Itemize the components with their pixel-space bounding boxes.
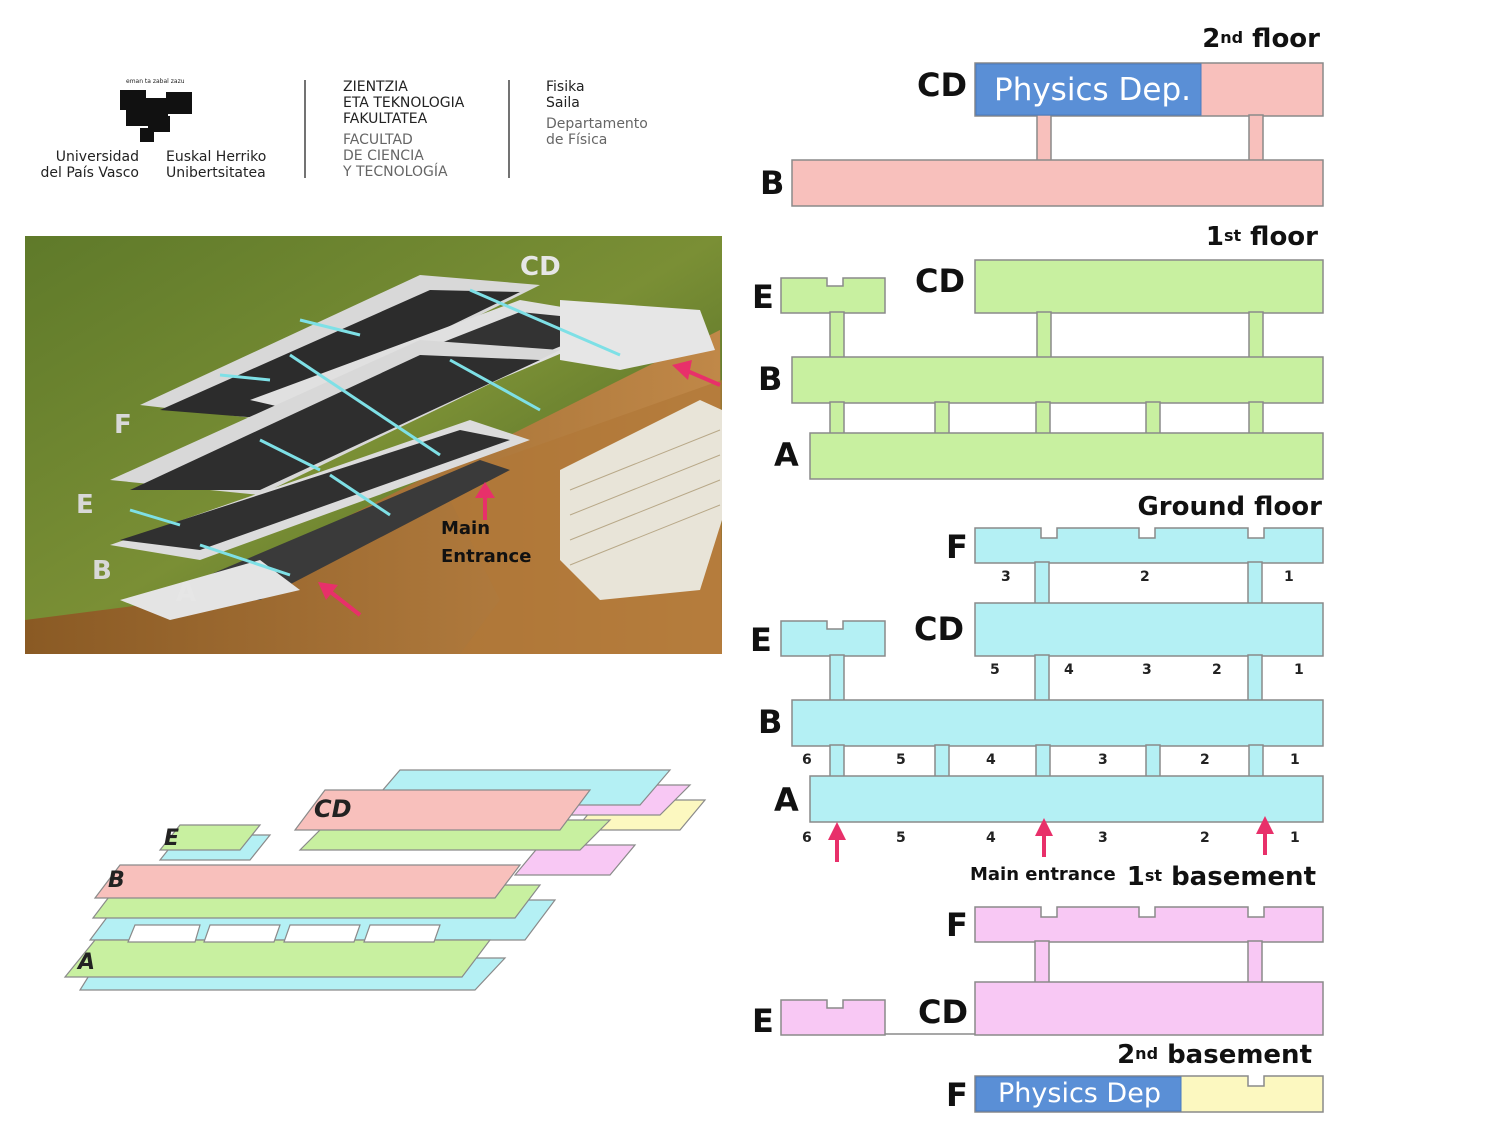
block-label-cd-b1: CD	[918, 993, 969, 1031]
block-label-b-ground: B	[758, 703, 783, 741]
department-name-eu: Fisika Saila	[546, 79, 585, 111]
entrance-arrows	[828, 816, 1274, 862]
block-label-b-2nd: B	[760, 164, 785, 202]
first-basement-title: 1st basement	[1126, 862, 1316, 892]
f-section-1: 1	[1284, 569, 1294, 585]
block-label-f-b2: F	[946, 1076, 968, 1114]
department-name-es: Departamento de Física	[546, 116, 648, 148]
first-floor-title: 1st floor	[1205, 222, 1318, 252]
photo-label-f: F	[114, 410, 132, 440]
a-bottom-section-5: 5	[896, 830, 906, 846]
physics-dept-label-2nd-floor: Physics Dep.	[994, 72, 1191, 108]
photo-label-cd: CD	[520, 252, 561, 282]
cd-section-4: 4	[1064, 662, 1074, 678]
iso-label-b: B	[108, 868, 125, 893]
block-label-f-ground: F	[946, 528, 968, 566]
cd-section-1: 1	[1294, 662, 1304, 678]
physics-dept-area-2nd-floor	[975, 63, 1202, 116]
f-section-2: 2	[1140, 569, 1150, 585]
faculty-name-es: FACULTAD DE CIENCIA Y TECNOLOGÍA	[343, 132, 448, 180]
block-label-a-1st: A	[774, 436, 799, 474]
block-label-e-1st: E	[752, 278, 774, 316]
block-label-cd-ground: CD	[914, 610, 965, 648]
a-bottom-section-6: 6	[802, 830, 812, 846]
cd-section-5: 5	[990, 662, 1000, 678]
block-label-cd-1st: CD	[915, 262, 966, 300]
iso-label-a: A	[78, 950, 96, 975]
university-name-es: Universidad del País Vasco	[40, 149, 140, 181]
a-bottom-section-2: 2	[1200, 830, 1210, 846]
block-label-b-1st: B	[758, 360, 783, 398]
iso-label-e: E	[164, 826, 180, 851]
university-name-eu: Euskal Herriko Unibertsitatea	[166, 149, 267, 181]
a-top-section-1: 1	[1290, 752, 1300, 768]
ground-floor-title: Ground floor	[1137, 492, 1322, 522]
a-bottom-section-1: 1	[1290, 830, 1300, 846]
block-label-cd-2nd: CD	[917, 66, 968, 104]
photo-main-entrance-label: Main Entrance	[441, 518, 532, 567]
a-bottom-section-4: 4	[986, 830, 996, 846]
block-label-e-b1: E	[752, 1002, 774, 1040]
a-top-section-5: 5	[896, 752, 906, 768]
a-top-section-3: 3	[1098, 752, 1108, 768]
second-floor-title: 2nd floor	[1202, 24, 1320, 54]
block-label-e-ground: E	[750, 621, 772, 659]
a-top-section-6: 6	[802, 752, 812, 768]
cd-section-3: 3	[1142, 662, 1152, 678]
iso-label-cd: CD	[314, 795, 352, 823]
first-floor-plan	[780, 259, 1324, 480]
faculty-name-eu: ZIENTZIA ETA TEKNOLOGIA FAKULTATEA	[343, 79, 465, 127]
f-section-3: 3	[1001, 569, 1011, 585]
motto-text: eman ta zabal zazu	[126, 78, 185, 85]
a-top-section-2: 2	[1200, 752, 1210, 768]
block-label-f-b1: F	[946, 906, 968, 944]
main-entrance-label: Main entrance	[970, 864, 1116, 885]
second-basement-title: 2nd basement	[1117, 1040, 1312, 1070]
a-top-section-4: 4	[986, 752, 996, 768]
cd-section-2: 2	[1212, 662, 1222, 678]
photo-label-b: B	[92, 556, 112, 586]
physics-dept-label-2nd-basement: Physics Dep	[998, 1078, 1161, 1109]
first-basement-plan	[780, 906, 1324, 1036]
ground-floor-plan	[780, 527, 1324, 823]
photo-label-e: E	[76, 490, 94, 520]
a-bottom-section-3: 3	[1098, 830, 1108, 846]
block-label-a-ground: A	[774, 781, 799, 819]
photo-label-a: A	[176, 578, 197, 608]
physics-dept-area-2nd-basement	[975, 1076, 1182, 1112]
